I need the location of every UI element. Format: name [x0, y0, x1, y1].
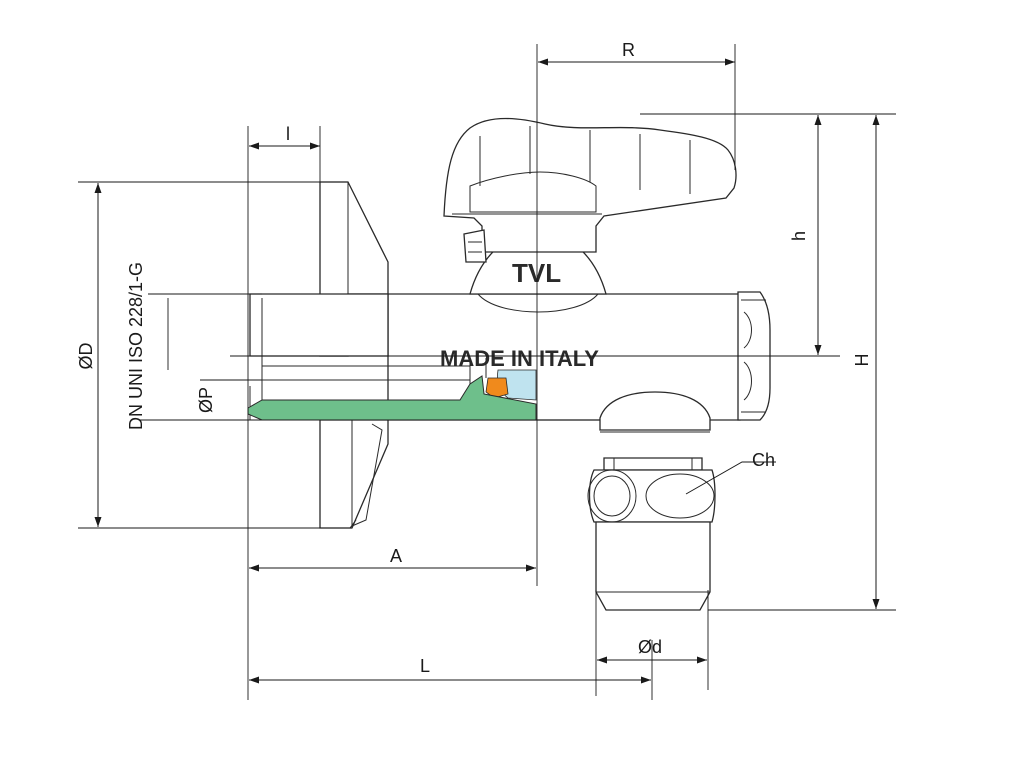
label-h: h [789, 231, 809, 241]
outlet-neck [599, 391, 711, 431]
label-OP: ØP [196, 387, 216, 413]
section-fill [247, 358, 537, 421]
label-H: H [852, 354, 872, 367]
label-Ch: Ch [752, 450, 775, 470]
label-l: l [286, 124, 290, 144]
label-OD: ØD [76, 342, 96, 369]
green-gasket [247, 375, 537, 421]
label-A: A [390, 546, 402, 566]
orange-seal [485, 377, 509, 399]
label-R: R [622, 40, 635, 60]
label-thread: DN UNI ISO 228/1-G [126, 262, 146, 430]
leader-Ch [685, 461, 776, 495]
dimension-text: R l h H ØD DN UNI ISO 228/1-G ØP A L Ød … [76, 40, 872, 676]
extension-lines [78, 44, 896, 700]
label-L: L [420, 656, 430, 676]
lever-handle [443, 117, 737, 263]
label-Od: Ød [638, 637, 662, 657]
origin-stamp: MADE IN ITALY [440, 346, 599, 371]
dimension-lines [94, 58, 880, 684]
outlet-fitting [587, 457, 716, 611]
